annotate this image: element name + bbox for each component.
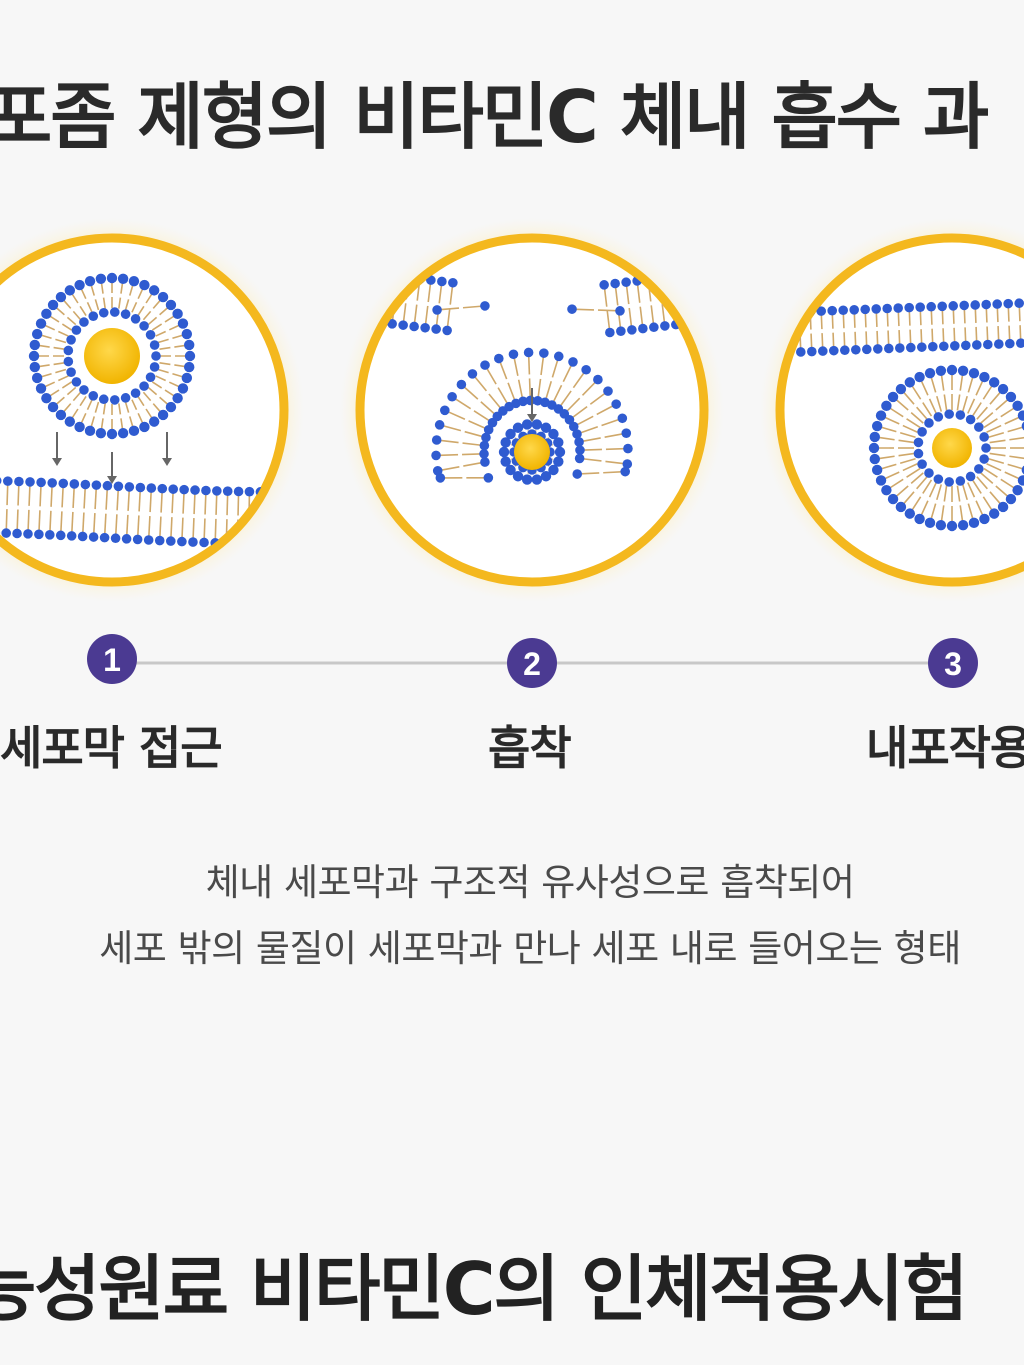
liposome-absorption-diagram: 1 2 3	[0, 218, 1024, 688]
step-3-badge: 3	[928, 638, 978, 688]
step-1-label: 세포막 접근	[0, 721, 223, 775]
step-2-number: 2	[523, 646, 541, 682]
step-3-label: 내포작용	[866, 721, 1024, 775]
description-line-2: 세포 밖의 물질이 세포막과 만나 세포 내로 들어오는 형태	[99, 927, 961, 970]
step-2-badge: 2	[507, 638, 557, 688]
step-1-number: 1	[103, 642, 121, 678]
section-title: 능성원료 비타민C의 인체적용시험	[0, 1247, 968, 1331]
step-1-circle	[0, 218, 304, 602]
step-3-circle	[760, 218, 1024, 602]
step-3-number: 3	[944, 646, 962, 682]
page-title: 포좀 제형의 비타민C 체내 흡수 과	[0, 75, 989, 159]
description-line-1: 체내 세포막과 구조적 유사성으로 흡착되어	[205, 861, 855, 904]
step-1-badge: 1	[87, 634, 137, 684]
step-2-label: 흡착	[488, 721, 572, 775]
step-2-circle	[340, 218, 724, 602]
